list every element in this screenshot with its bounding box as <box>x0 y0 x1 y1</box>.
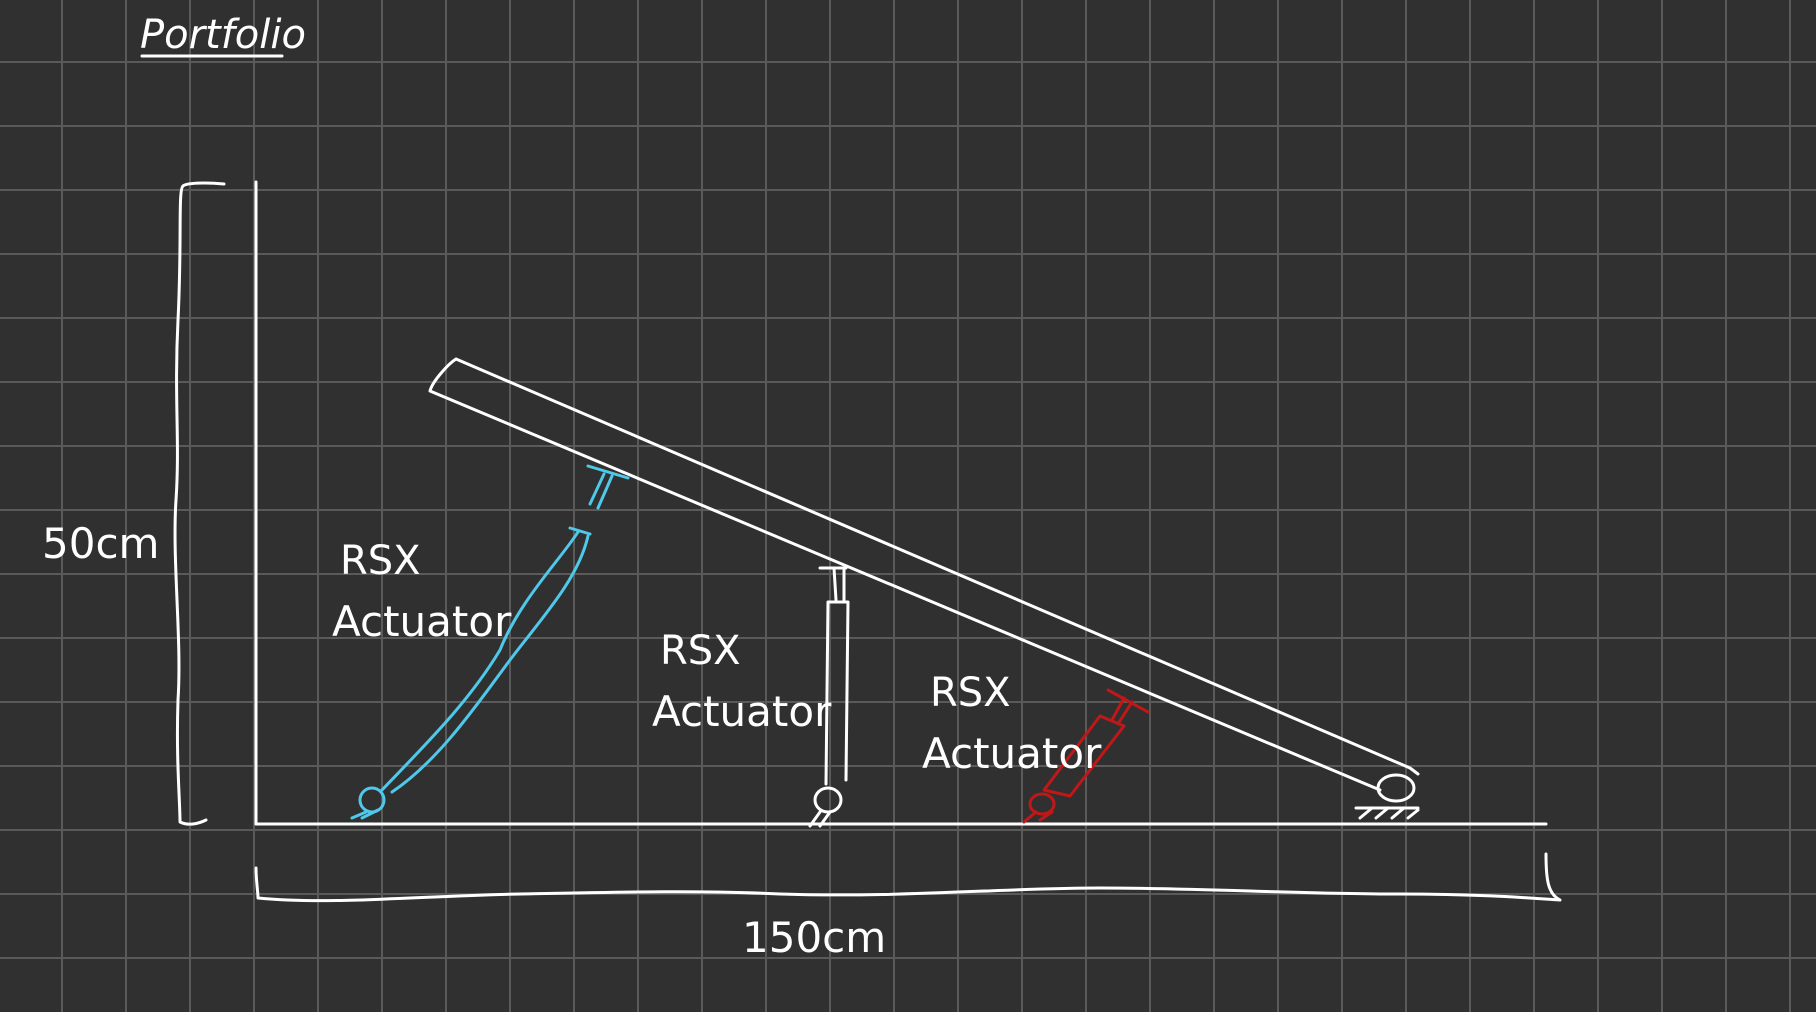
height-label: 50cm <box>42 519 159 568</box>
actuator-blue: RSX Actuator <box>332 464 630 820</box>
actuator-label-line2: Actuator <box>652 687 832 736</box>
width-label: 150cm <box>742 913 886 962</box>
page-title: Portfolio <box>140 12 306 58</box>
actuator-label-line1: RSX <box>930 670 1011 716</box>
width-bracket <box>254 852 1562 903</box>
hinge-pivot <box>1354 773 1420 820</box>
height-bracket <box>173 181 226 826</box>
actuator-label-line1: RSX <box>660 628 741 674</box>
actuator-white: RSX Actuator <box>652 566 850 828</box>
actuator-red: RSX Actuator <box>922 670 1150 824</box>
actuator-label-line2: Actuator <box>332 597 512 646</box>
actuator-label-line2: Actuator <box>922 729 1102 778</box>
actuator-label-line1: RSX <box>340 538 421 584</box>
panel-beam <box>428 357 1420 792</box>
